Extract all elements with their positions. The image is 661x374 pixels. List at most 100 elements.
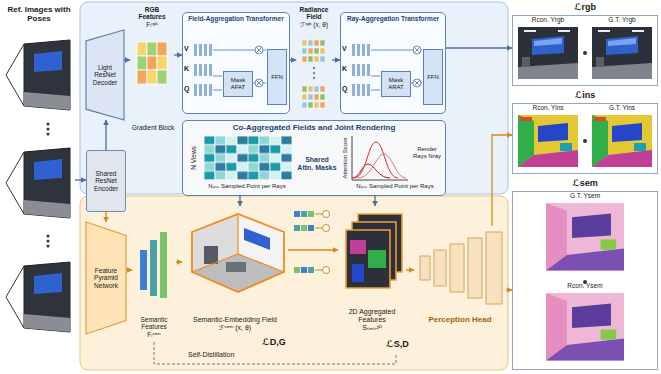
token-bars: [204, 44, 207, 56]
output-panel: ℒinsRcon. Yins G.T. Yins: [512, 90, 658, 174]
node-title: Perception Head: [416, 315, 504, 324]
scene-3d: [204, 246, 218, 264]
perception-layers: [486, 232, 502, 304]
reference-image: [24, 262, 70, 332]
radiance-samples: [308, 102, 313, 108]
radiance-samples: [314, 94, 319, 100]
semantic-feature-bars: [140, 232, 167, 298]
output-image: [592, 115, 652, 167]
token-bars: [194, 44, 197, 56]
token-bars: [367, 44, 370, 56]
rgb-feature-grid: [137, 42, 167, 84]
radiance-samples: [308, 94, 313, 100]
radiance-samples: [320, 86, 325, 92]
token-letter: K: [342, 65, 347, 73]
transformer-fill: [182, 120, 446, 196]
radiance-samples: [302, 86, 307, 92]
attention-chart: [352, 136, 408, 180]
rgb-feature-grid: [137, 42, 147, 56]
node-symbol: Fᵢʳᵍᵇ: [132, 21, 172, 28]
image-column: Ref. Images with Poses: [3, 3, 75, 365]
multiply-symbol: [255, 46, 263, 54]
reference-image: [24, 40, 70, 110]
attention-wires: [213, 50, 266, 90]
semantic-feature-bars: [140, 250, 147, 290]
node-title: RGB Features: [132, 6, 172, 21]
semantic-branch-panel: [80, 196, 508, 370]
reference-image: [34, 159, 62, 180]
perception-layers: [420, 232, 502, 304]
attention-chart: [352, 164, 390, 178]
radiance-samples: [314, 56, 319, 62]
reference-image: [24, 92, 70, 110]
decoder-trapezoid: Light ResNet Decoder: [86, 30, 124, 120]
axis-label: Attention Score: [342, 137, 349, 178]
output-frame: [512, 191, 658, 370]
flow-arrow: [290, 59, 296, 60]
aggregated-feature-stack: 2D Aggregated FeaturesSₛₑₘ²ᴰ: [338, 206, 406, 334]
token-bars: [194, 64, 197, 76]
flow-arrow: [446, 47, 512, 48]
node-title: G.T. Yins: [591, 104, 653, 111]
aggregated-feature-maps: [350, 240, 366, 254]
token-bars: [352, 84, 355, 96]
transformer-fill: [182, 12, 446, 196]
embedding-stacks: [308, 211, 314, 217]
ffn-box: FFN: [423, 49, 443, 105]
flow-arrow: [174, 54, 182, 55]
radiance-samples: [320, 102, 325, 108]
ffn-box: FFN: [267, 49, 287, 105]
radiance-samples: [314, 40, 319, 46]
embedding-stacks: [308, 267, 314, 273]
embedding-stacks: [315, 214, 322, 270]
token-bars: [209, 64, 212, 76]
node-title: Field-Aggregation Transformer: [185, 15, 287, 22]
radiance-samples: [302, 94, 307, 100]
embedding-stacks: [301, 267, 307, 273]
encoder-box: Shared ResNet Encoder: [86, 150, 126, 212]
scene-3d: [244, 228, 270, 250]
aggregated-feature-maps: [346, 214, 402, 288]
radiance-samples: [302, 40, 325, 108]
rgb-feature-grid: [147, 42, 157, 56]
token-bars: [209, 44, 212, 56]
radiance-samples: [320, 48, 325, 54]
rgb-feature-grid: [147, 56, 157, 70]
radiance-samples: [314, 86, 319, 92]
mask-box: Mask ARAT: [381, 71, 411, 97]
rgb-feature-grid: [157, 42, 167, 56]
output-panel: ℒrgbRcon. YrgbG.T. Yrgb: [512, 2, 658, 86]
node-symbol: Fᵢˢᵉᵐ: [134, 331, 174, 338]
reference-image: [6, 262, 70, 332]
rgb-feature-grid: [157, 70, 167, 84]
node-title: Shared ResNet Encoder: [89, 170, 123, 192]
token-letter: Q: [342, 85, 347, 93]
output-image: Rcon. Yrgb: [516, 15, 580, 83]
node-title: Rcon. Ysem: [543, 282, 627, 289]
token-bars: [362, 64, 365, 76]
flow-arrow: [105, 120, 106, 150]
multiply-symbol: [413, 79, 421, 87]
radiance-samples: [320, 40, 325, 46]
radiance-samples: [314, 102, 319, 108]
semantic-feature-bars: [150, 240, 157, 296]
token-letter: Q: [184, 85, 189, 93]
node-title: ℒins: [512, 90, 658, 100]
token-letter: K: [184, 65, 189, 73]
multiply-symbol: [414, 80, 420, 86]
aggregated-feature-maps: [368, 250, 386, 268]
flow-arrow: [332, 59, 340, 60]
node-title: ℒrgb: [512, 2, 658, 12]
token-bars: [199, 84, 202, 96]
embedding-stacks: [301, 225, 307, 231]
ellipsis-dots: [47, 245, 50, 248]
ellipsis-dots: [47, 123, 50, 248]
flow-arrow: [492, 135, 512, 226]
output-image: Rcon. Yins: [516, 103, 580, 171]
transformer-box: Field-Aggregation TransformerMask AFATFF…: [182, 12, 290, 114]
token-bars: [204, 84, 207, 96]
embedding-stacks: [323, 267, 330, 274]
output-image: [546, 203, 624, 271]
ellipsis-dots: [47, 123, 50, 126]
